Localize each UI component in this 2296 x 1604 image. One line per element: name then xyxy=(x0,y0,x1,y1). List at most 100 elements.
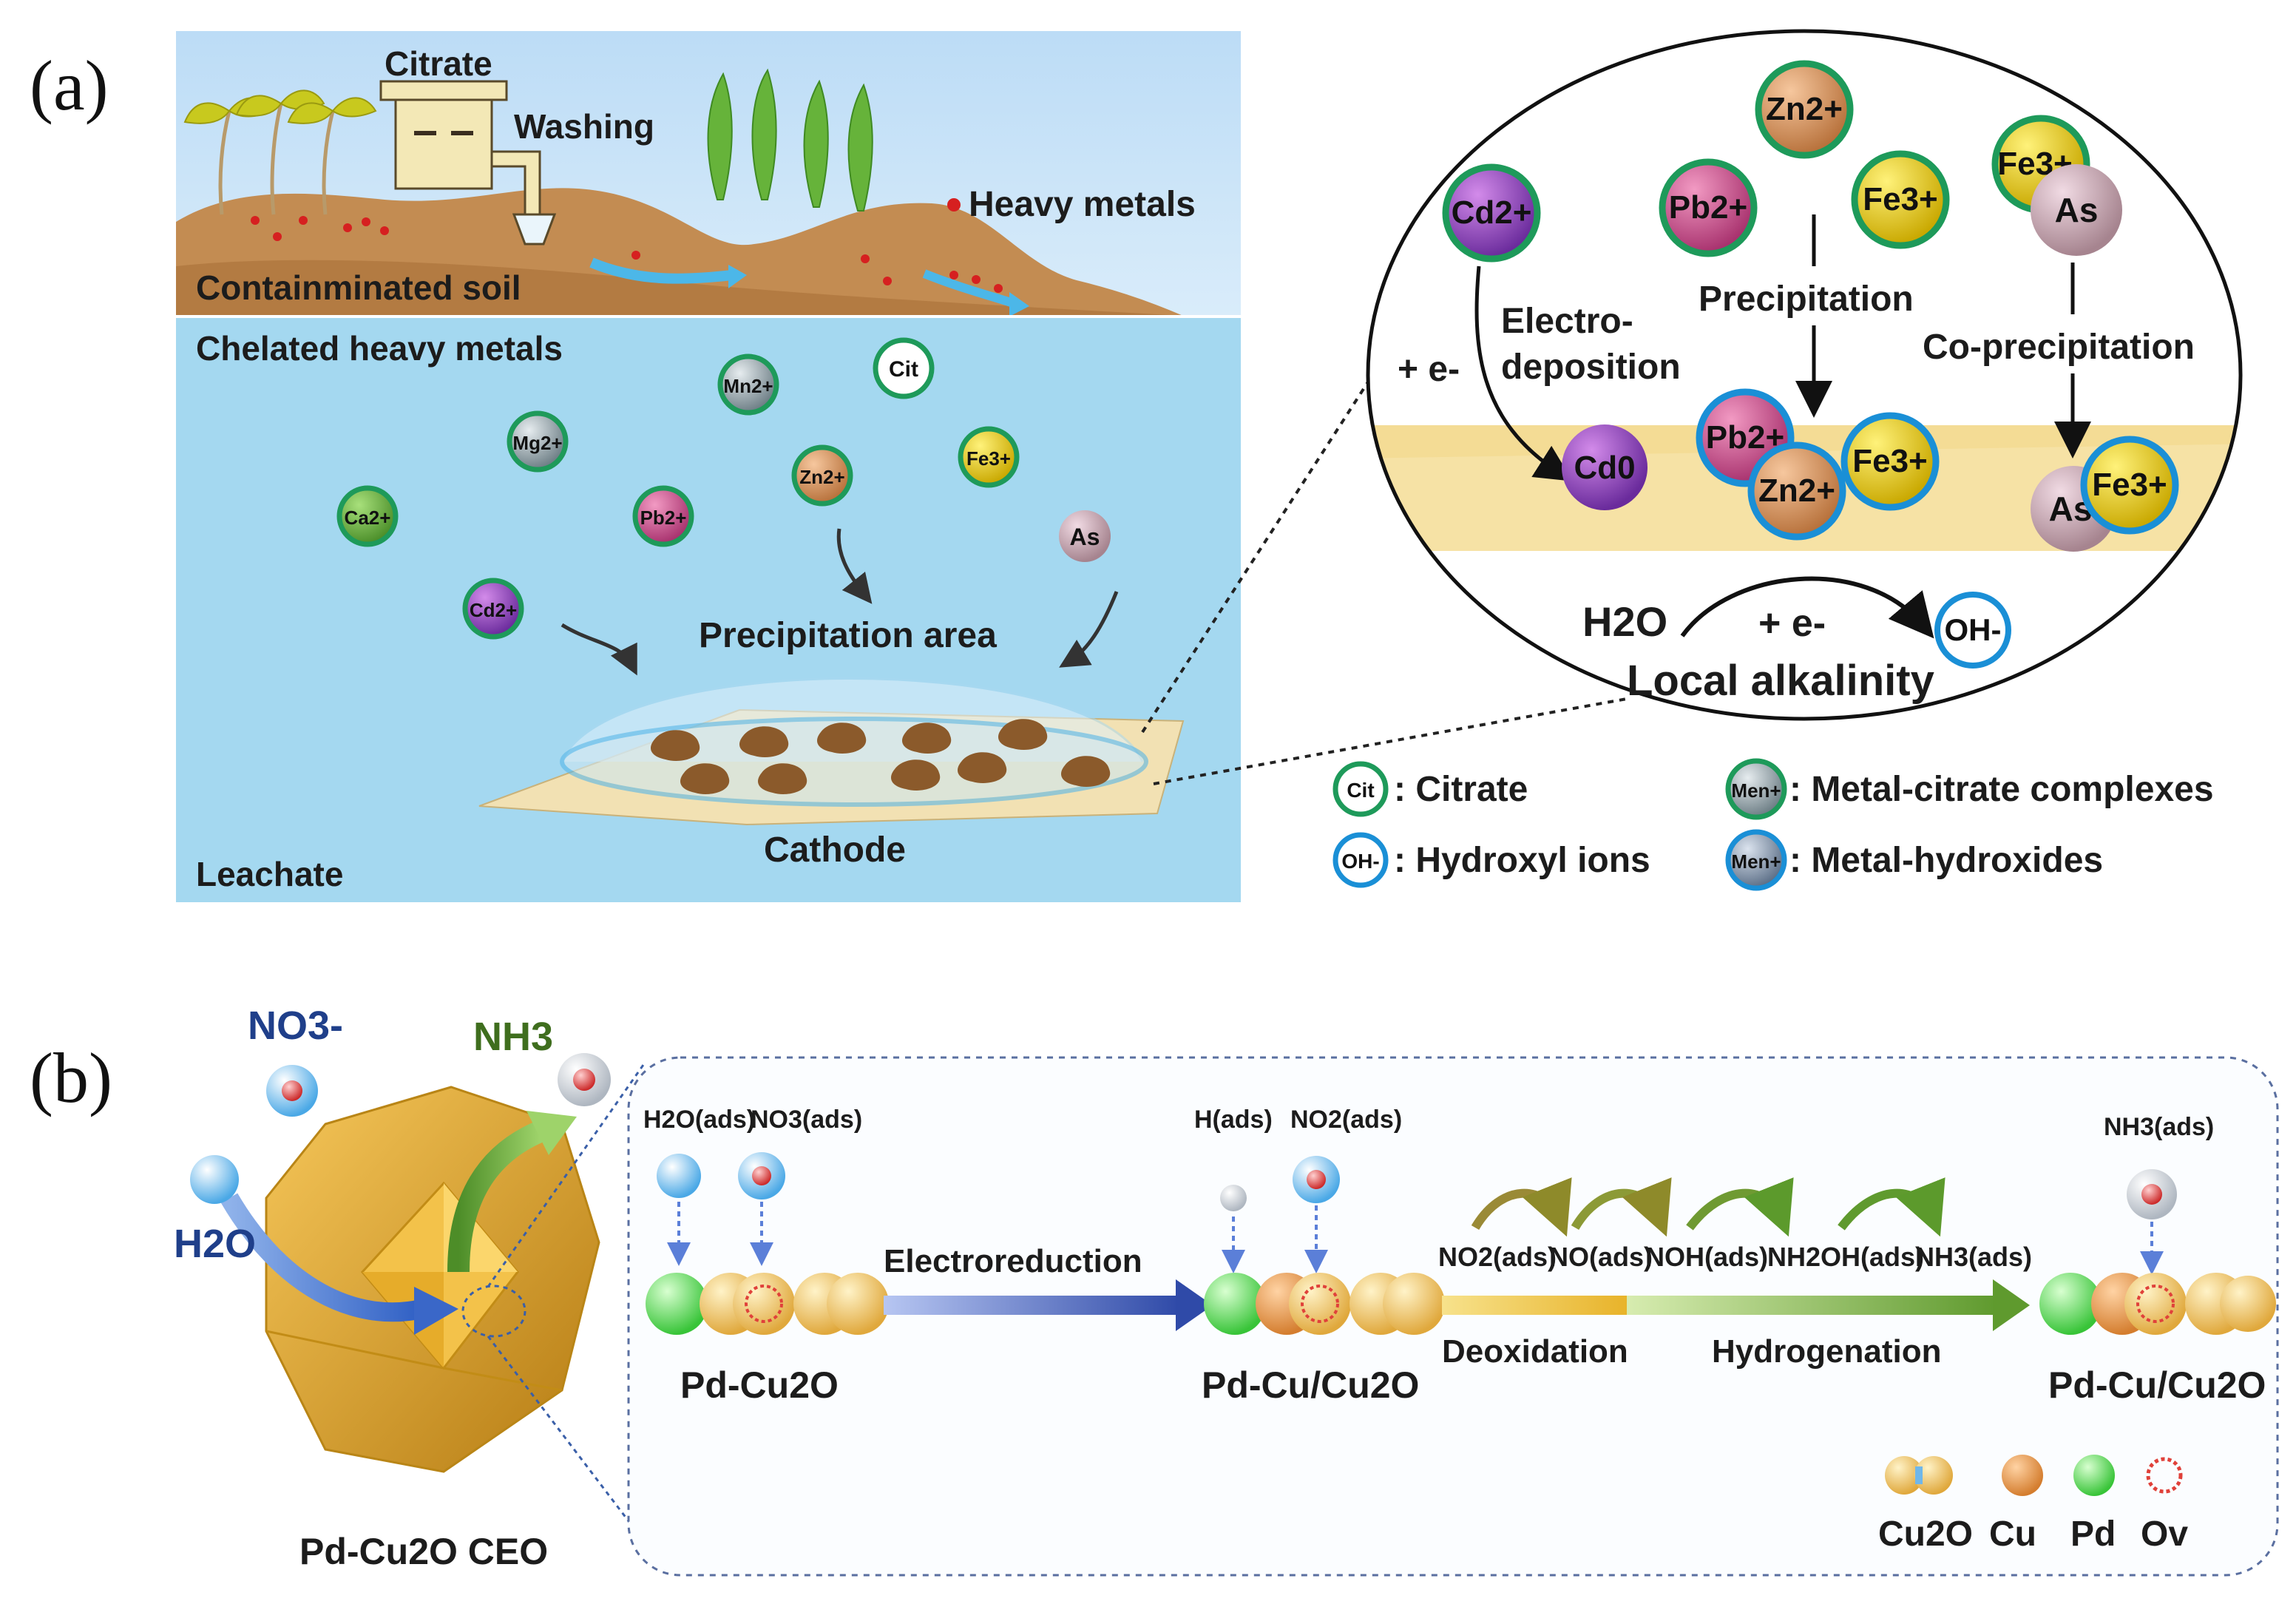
label-precipitation: Precipitation xyxy=(1699,280,1914,319)
adsorbate-no2: NO2(ads) xyxy=(1290,1106,1402,1273)
panel-b-label: (b) xyxy=(30,1038,112,1117)
svg-text:Ca2+: Ca2+ xyxy=(345,507,391,529)
ion-ca: Ca2+ xyxy=(336,485,399,547)
flow-arrow-1 xyxy=(589,257,733,284)
label-cathode: Cathode xyxy=(764,830,906,870)
zoom-ion-cd: Cd2+ xyxy=(1442,163,1541,263)
flow-arrow-2 xyxy=(922,269,1015,308)
zoom-connector-b-top xyxy=(487,1064,645,1287)
legend-b-cu: Cu xyxy=(1989,1455,2043,1554)
zoom-product-pb-zn-fe: Pb2+ Fe3+ Zn2+ xyxy=(1696,388,1940,541)
label-electro-deposition-1: Electro- xyxy=(1501,302,1633,341)
label-citrate: Citrate xyxy=(385,44,492,83)
arrow-zn-to-area xyxy=(836,528,873,604)
zoom-ion-fe-as-complex: Fe3+ As xyxy=(1991,115,2122,256)
zoom-connector-top xyxy=(1141,346,1392,734)
svg-text:Fe3+: Fe3+ xyxy=(1863,181,1938,217)
ion-zn: Zn2+ xyxy=(791,444,853,507)
label-precipitation-area: Precipitation area xyxy=(699,616,997,655)
legend-metal-citrate: Men+ : Metal-citrate complexes xyxy=(1725,758,2214,820)
hydrogenation-arrow-head xyxy=(1993,1279,2030,1331)
svg-text:Mg2+: Mg2+ xyxy=(512,432,562,454)
legend-metal-hydroxide: Men+ : Metal-hydroxides xyxy=(1725,829,2103,891)
label-electro-deposition-2: deposition xyxy=(1501,348,1681,387)
deoxidation-arrow xyxy=(1442,1296,1627,1315)
svg-text:Pb2+: Pb2+ xyxy=(640,507,687,529)
adsorbate-no3: NO3(ads) xyxy=(738,1106,862,1266)
adsorbate-h: H(ads) xyxy=(1194,1106,1273,1273)
label-co-precipitation: Co-precipitation xyxy=(1923,328,2195,367)
legend-b-ov: Ov xyxy=(2141,1457,2188,1554)
curved-arrow-out-head xyxy=(526,1111,577,1155)
svg-text:Cu2O: Cu2O xyxy=(1878,1515,1973,1554)
ion-fe: Fe3+ xyxy=(958,426,1020,488)
svg-text:NO3(ads): NO3(ads) xyxy=(751,1106,862,1134)
soil-shade xyxy=(176,260,1183,316)
arrow-cd-to-area xyxy=(561,623,637,676)
label-electroreduction: Electroreduction xyxy=(884,1243,1142,1279)
svg-text:H2O(ads): H2O(ads) xyxy=(643,1106,755,1134)
zoom-ion-pb: Pb2+ xyxy=(1659,158,1758,257)
curved-arrow-in xyxy=(220,1193,424,1322)
label-h2o: H2O xyxy=(174,1222,256,1266)
label-contaminated-soil: Containminated soil xyxy=(196,268,521,307)
mechanism-box xyxy=(627,1056,2279,1577)
svg-text:Cd0: Cd0 xyxy=(1574,450,1635,486)
cluster-pd-cu-cu2o-2 xyxy=(2039,1273,2276,1335)
label-deoxidation: Deoxidation xyxy=(1442,1333,1628,1370)
svg-text:Cu: Cu xyxy=(1989,1515,2036,1554)
zoom-oh-ion: OH- xyxy=(1934,592,2011,669)
svg-text:Cd2+: Cd2+ xyxy=(470,599,517,621)
label-crystal: Pd-Cu2O CEO xyxy=(299,1531,548,1572)
label-plus-e-2: + e- xyxy=(1758,602,1826,645)
electroreduction-arrow xyxy=(884,1296,1179,1315)
electroreduction-arrow-head xyxy=(1176,1279,1213,1331)
svg-text:Zn2+: Zn2+ xyxy=(799,466,844,488)
molecule-h2o xyxy=(190,1155,239,1204)
label-no3: NO3- xyxy=(248,1004,343,1048)
svg-text:Pb2+: Pb2+ xyxy=(1669,189,1747,226)
ion-as: As xyxy=(1059,510,1111,562)
cluster-pd-cu2o xyxy=(646,1273,889,1335)
plants-left xyxy=(218,103,335,215)
panel-a-label: (a) xyxy=(30,46,109,125)
zoom-ion-fe: Fe3+ xyxy=(1851,150,1950,249)
precipitate-flakes xyxy=(651,719,1111,794)
label-local-alkalinity: Local alkalinity xyxy=(1627,657,1934,705)
svg-text:Zn2+: Zn2+ xyxy=(1766,91,1843,127)
chain-nh2oh: NH2OH(ads) xyxy=(1767,1242,1924,1272)
svg-text:Men+: Men+ xyxy=(1731,850,1781,873)
svg-text:OH-: OH- xyxy=(1341,850,1379,873)
plants-right xyxy=(707,68,873,212)
chain-no2: NO2(ads) xyxy=(1438,1242,1557,1272)
chain-arrow-1 xyxy=(1471,1177,1572,1237)
flow-arrow-1-head xyxy=(728,265,747,288)
washing-tank xyxy=(379,80,557,246)
svg-text:: Metal-hydroxides: : Metal-hydroxides xyxy=(1789,841,2103,880)
legend-b-cu2o: Cu2O xyxy=(1878,1456,1973,1554)
svg-text:OH-: OH- xyxy=(1945,612,2002,647)
crystal-zoom-spot xyxy=(461,1285,526,1338)
svg-text:: Hydroxyl ions: : Hydroxyl ions xyxy=(1394,841,1650,880)
chain-arrow-3 xyxy=(1686,1177,1794,1237)
chain-arrow-4 xyxy=(1838,1177,1945,1237)
svg-text:Cit: Cit xyxy=(1347,779,1374,802)
legend-hydroxyl: OH- : Hydroxyl ions xyxy=(1332,832,1650,888)
molecule-no3 xyxy=(266,1065,318,1117)
label-pd-cu2o: Pd-Cu2O xyxy=(680,1364,839,1406)
svg-text:H(ads): H(ads) xyxy=(1194,1106,1273,1134)
label-chelated-heavy-metals: Chelated heavy metals xyxy=(196,329,563,368)
svg-text:NH3(ads): NH3(ads) xyxy=(2104,1113,2214,1141)
label-washing: Washing xyxy=(514,107,654,146)
svg-text:Ov: Ov xyxy=(2141,1515,2188,1554)
svg-text:As: As xyxy=(1070,524,1100,550)
zoom-ion-zn-top: Zn2+ xyxy=(1755,60,1854,159)
zoom-product-cd0: Cd0 xyxy=(1562,424,1648,510)
arrow-water-reduction xyxy=(1680,576,1934,639)
label-hydrogenation: Hydrogenation xyxy=(1712,1333,1941,1370)
svg-text:Cit: Cit xyxy=(889,357,918,382)
svg-text:Pd: Pd xyxy=(2070,1515,2116,1554)
cluster-pd-cu-cu2o-1 xyxy=(1204,1273,1445,1335)
